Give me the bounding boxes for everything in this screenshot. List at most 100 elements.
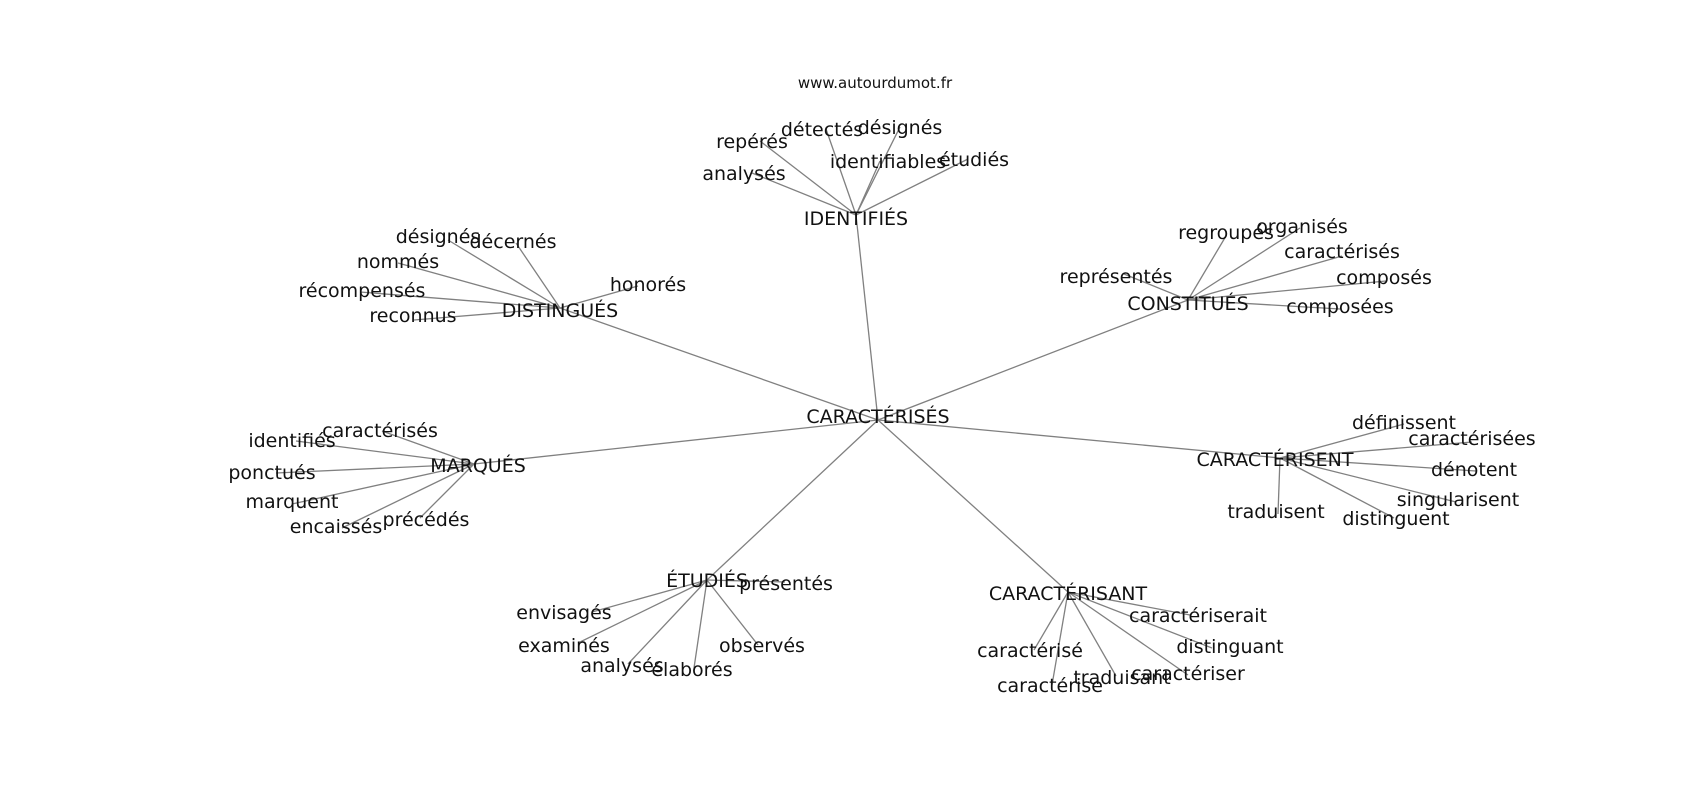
- leaf-word-node[interactable]: regroupés: [1178, 222, 1274, 244]
- edge-hub-leaf: [627, 579, 708, 665]
- leaf-word-node[interactable]: observés: [719, 635, 805, 657]
- edge-hub-leaf: [693, 579, 708, 669]
- edge-hub-leaf: [1067, 591, 1191, 616]
- edge-hub-leaf: [1123, 273, 1189, 301]
- edge-hub-leaf: [341, 463, 475, 529]
- leaf-word-node[interactable]: singularisent: [1397, 489, 1519, 511]
- edge-hub-leaf: [855, 160, 881, 216]
- hub-word-node[interactable]: MARQUÉS: [430, 454, 526, 477]
- site-watermark: www.autourdumot.fr: [798, 74, 953, 92]
- edge-center-hub: [559, 307, 879, 421]
- leaf-word-node[interactable]: marquent: [246, 491, 339, 513]
- hub-word-node[interactable]: CARACTÉRISENT: [1197, 448, 1354, 471]
- edge-hub-leaf: [1051, 591, 1069, 686]
- edge-hub-leaf: [515, 242, 561, 309]
- leaf-word-node[interactable]: définissent: [1352, 412, 1456, 434]
- leaf-word-node[interactable]: nommés: [357, 251, 439, 273]
- edge-hub-leaf: [447, 239, 561, 309]
- edge-hub-leaf: [706, 579, 786, 583]
- leaf-word-node[interactable]: identifiables: [830, 151, 946, 173]
- edge-hub-leaf: [1187, 235, 1227, 301]
- edge-hub-leaf: [1067, 591, 1189, 676]
- edge-hub-leaf: [295, 440, 475, 465]
- edge-hub-leaf: [291, 463, 475, 505]
- leaf-word-node[interactable]: honorés: [610, 274, 686, 296]
- hub-word-node[interactable]: CARACTÉRISANT: [989, 582, 1148, 605]
- edge-hub-leaf: [1279, 457, 1457, 503]
- leaf-word-node[interactable]: envisagés: [516, 602, 611, 624]
- leaf-word-node[interactable]: élaborés: [651, 659, 732, 681]
- graph-edges: [275, 126, 1477, 686]
- edge-center-hub: [877, 299, 1189, 421]
- edge-hub-leaf: [759, 140, 857, 216]
- leaf-word-node[interactable]: repérés: [716, 131, 788, 153]
- edge-hub-leaf: [591, 579, 708, 613]
- edge-hub-leaf: [751, 172, 857, 216]
- edge-hub-leaf: [825, 128, 857, 216]
- edge-hub-leaf: [559, 285, 639, 309]
- leaf-word-node[interactable]: caractérisé: [977, 640, 1083, 662]
- graph-labels: CARACTÉRISÉS IDENTIFIÉS analysés repérésdét…: [228, 117, 1535, 697]
- leaf-word-node[interactable]: précédés: [383, 509, 470, 531]
- center-word-node[interactable]: CARACTÉRISÉS: [806, 405, 949, 428]
- edge-center-hub: [855, 214, 879, 421]
- leaf-word-node[interactable]: caractérisées: [1408, 428, 1535, 450]
- leaf-word-node[interactable]: récompensés: [299, 280, 426, 302]
- leaf-word-node[interactable]: décernés: [470, 231, 557, 253]
- edge-hub-leaf: [381, 430, 475, 465]
- edge-hub-leaf: [706, 579, 759, 646]
- leaf-word-node[interactable]: caractériserait: [1129, 605, 1267, 627]
- edge-hub-leaf: [855, 158, 969, 216]
- hub-word-node[interactable]: DISTINGUÉS: [502, 299, 618, 322]
- edge-hub-leaf: [1187, 255, 1343, 301]
- leaf-word-node[interactable]: étudiés: [939, 149, 1009, 171]
- leaf-word-node[interactable]: caractérisés: [322, 420, 438, 442]
- edge-hub-leaf: [855, 126, 901, 216]
- edge-hub-leaf: [1187, 227, 1301, 301]
- leaf-word-node[interactable]: distinguent: [1342, 508, 1449, 530]
- leaf-word-node[interactable]: composées: [1286, 296, 1393, 318]
- edge-hub-leaf: [577, 579, 708, 644]
- edge-center-hub: [706, 419, 879, 581]
- leaf-word-node[interactable]: organisés: [1256, 216, 1348, 238]
- leaf-word-node[interactable]: analysés: [580, 655, 663, 677]
- edge-hub-leaf: [359, 291, 561, 309]
- edge-hub-leaf: [1067, 591, 1213, 649]
- leaf-word-node[interactable]: traduisent: [1227, 501, 1324, 523]
- leaf-word-node[interactable]: composés: [1336, 267, 1432, 289]
- edge-hub-leaf: [413, 307, 561, 321]
- leaf-word-node[interactable]: caractérise: [997, 675, 1103, 697]
- leaf-word-node[interactable]: identifiés: [248, 430, 335, 452]
- leaf-word-node[interactable]: encaissés: [290, 516, 383, 538]
- leaf-word-node[interactable]: désignés: [396, 226, 481, 248]
- edge-hub-leaf: [1067, 591, 1117, 677]
- hub-word-node[interactable]: CONSTITUÉS: [1127, 292, 1248, 315]
- leaf-word-node[interactable]: représentés: [1060, 266, 1173, 288]
- leaf-word-node[interactable]: reconnus: [369, 305, 456, 327]
- edge-hub-leaf: [1187, 299, 1341, 310]
- hub-word-node[interactable]: IDENTIFIÉS: [804, 207, 908, 230]
- leaf-word-node[interactable]: ponctués: [228, 462, 315, 484]
- leaf-word-node[interactable]: présentés: [739, 573, 833, 595]
- leaf-word-node[interactable]: caractériser: [1131, 663, 1245, 685]
- edge-hub-leaf: [1279, 441, 1473, 459]
- edge-hub-leaf: [1187, 280, 1387, 301]
- leaf-word-node[interactable]: distinguant: [1176, 636, 1283, 658]
- leaf-word-node[interactable]: désignés: [858, 117, 943, 139]
- leaf-word-node[interactable]: détectés: [781, 119, 863, 141]
- edge-hub-leaf: [397, 262, 561, 309]
- leaf-word-node[interactable]: traduisant: [1073, 667, 1170, 689]
- edge-hub-leaf: [419, 463, 475, 519]
- edge-center-hub: [877, 419, 1069, 593]
- edge-center-hub: [473, 419, 879, 465]
- hub-word-node[interactable]: ÉTUDIÉS: [666, 569, 748, 592]
- leaf-word-node[interactable]: analysés: [702, 163, 785, 185]
- leaf-word-node[interactable]: examinés: [518, 635, 610, 657]
- leaf-word-node[interactable]: dénotent: [1431, 459, 1517, 481]
- leaf-word-node[interactable]: caractérisés: [1284, 241, 1400, 263]
- edge-hub-leaf: [1033, 591, 1069, 651]
- edge-center-hub: [877, 419, 1281, 459]
- edge-hub-leaf: [1279, 457, 1395, 519]
- edge-hub-leaf: [1277, 457, 1281, 515]
- edge-hub-leaf: [1279, 457, 1477, 472]
